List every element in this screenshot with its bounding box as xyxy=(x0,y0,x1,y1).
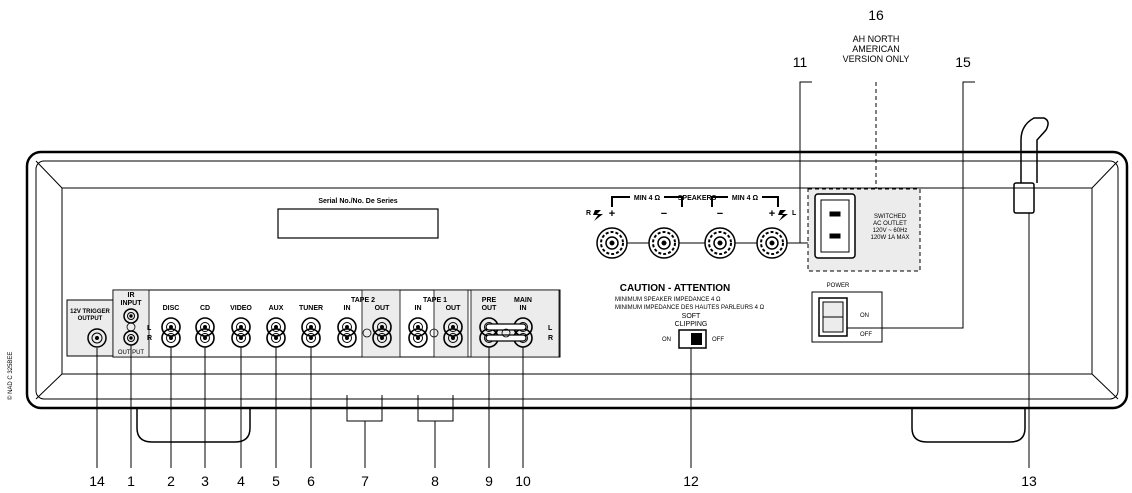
leader-lines xyxy=(96,81,1030,468)
speaker-r-label: R xyxy=(586,210,591,217)
label-tape2-out: OUT xyxy=(375,305,391,312)
jumper-bars xyxy=(485,323,527,342)
callout-11: 11 xyxy=(793,54,808,70)
speaker-min-left: MIN 4 Ω xyxy=(634,195,661,202)
note-16-line-2: AMERICAN xyxy=(852,44,900,54)
ac-outlet xyxy=(814,193,856,259)
callout-8: 8 xyxy=(431,473,439,489)
jack-pair-tape1-out xyxy=(443,317,463,348)
ac-outlet-line-1: SWITCHED xyxy=(874,214,907,220)
power-title: POWER xyxy=(827,283,850,289)
label-tape1: TAPE 1 xyxy=(423,297,447,304)
speaker-plus-l: + xyxy=(769,208,775,220)
label-aux: AUX xyxy=(269,305,284,312)
speakers-title: SPEAKERS xyxy=(678,195,717,202)
label-disc: DISC xyxy=(163,305,180,312)
speaker-minus-r: − xyxy=(661,208,667,220)
feet xyxy=(136,408,1026,443)
caution-line-1: MINIMUM SPEAKER IMPEDANCE 4 Ω xyxy=(615,297,721,303)
soft-clipping-switch[interactable] xyxy=(678,329,707,349)
channel-l-right: L xyxy=(548,325,553,332)
label-tape1-in: IN xyxy=(415,305,422,312)
caution-title: CAUTION - ATTENTION xyxy=(620,283,731,294)
label-pre-out: OUT xyxy=(482,305,498,312)
copyright-text: © NAD C 325BEE xyxy=(7,352,14,400)
soft-clipping-line-1: SOFT xyxy=(682,313,701,320)
jack-pair-tuner xyxy=(301,317,321,348)
note-16-line-3: VERSION ONLY xyxy=(843,54,910,64)
trigger-jack xyxy=(87,328,107,348)
ir-label-top: IR xyxy=(128,292,135,299)
ground-symbols xyxy=(362,328,511,338)
callout-3: 3 xyxy=(201,473,209,489)
channel-r-right: R xyxy=(548,335,553,342)
channel-l-left: L xyxy=(147,325,152,332)
jack-pair-tape2-in xyxy=(337,317,357,348)
ac-outlet-line-4: 120W 1A MAX xyxy=(870,235,909,241)
caution-line-2: MINIMUM IMPEDANCE DES HAUTES PARLEURS 4 … xyxy=(615,305,765,311)
callout-13: 13 xyxy=(1021,473,1037,489)
speaker-terminals xyxy=(596,227,788,259)
callout-6: 6 xyxy=(307,473,315,489)
label-tuner: TUNER xyxy=(299,305,323,312)
callout-4: 4 xyxy=(237,473,245,489)
callout-10: 10 xyxy=(515,473,531,489)
label-video: VIDEO xyxy=(230,305,252,312)
power-on-label: ON xyxy=(860,313,869,319)
label-main-in: IN xyxy=(520,305,527,312)
note-16-line-1: AH NORTH xyxy=(853,34,900,44)
label-tape2: TAPE 2 xyxy=(351,297,375,304)
label-cd: CD xyxy=(200,305,210,312)
label-tape2-in: IN xyxy=(344,305,351,312)
power-off-label: OFF xyxy=(860,332,872,338)
trigger-label-1: 12V TRIGGER xyxy=(70,309,110,315)
trigger-label-2: OUTPUT xyxy=(78,316,103,322)
callout-9: 9 xyxy=(485,473,493,489)
callout-7: 7 xyxy=(361,473,369,489)
chassis xyxy=(25,150,1129,410)
callout-brackets xyxy=(346,395,454,468)
power-switch[interactable] xyxy=(818,297,848,337)
callout-5: 5 xyxy=(272,473,280,489)
callout-15: 15 xyxy=(955,54,971,70)
speaker-brackets xyxy=(611,196,779,207)
label-main: MAIN xyxy=(514,297,532,304)
callout-16: 16 xyxy=(868,7,884,23)
ir-label-input: INPUT xyxy=(121,300,143,307)
jack-pair-tape2-out xyxy=(372,317,392,348)
ac-outlet-line-2: AC OUTLET xyxy=(873,221,907,227)
label-pre: PRE xyxy=(482,297,497,304)
power-cord xyxy=(1013,117,1049,214)
callout-12: 12 xyxy=(683,473,699,489)
speaker-min-right: MIN 4 Ω xyxy=(732,195,759,202)
soft-clipping-on: ON xyxy=(662,337,671,343)
soft-clipping-off: OFF xyxy=(712,337,724,343)
rca-jacks xyxy=(161,317,533,348)
callout-2: 2 xyxy=(167,473,175,489)
callout-1: 1 xyxy=(127,473,135,489)
lightning-icons xyxy=(593,210,788,221)
speaker-minus-l: − xyxy=(717,208,723,220)
serial-label: Serial No./No. De Series xyxy=(318,198,397,205)
label-tape1-out: OUT xyxy=(446,305,462,312)
ir-jacks xyxy=(123,308,139,346)
callout-14: 14 xyxy=(89,473,105,489)
soft-clipping-line-2: CLIPPING xyxy=(675,321,708,328)
channel-r-left: R xyxy=(147,335,152,342)
ac-outlet-line-3: 120V ~ 60Hz xyxy=(873,228,908,234)
jack-pair-tape1-in xyxy=(408,317,428,348)
speaker-l-label: L xyxy=(792,210,797,217)
serial-plate xyxy=(277,208,439,239)
speaker-plus-r: + xyxy=(609,208,615,220)
